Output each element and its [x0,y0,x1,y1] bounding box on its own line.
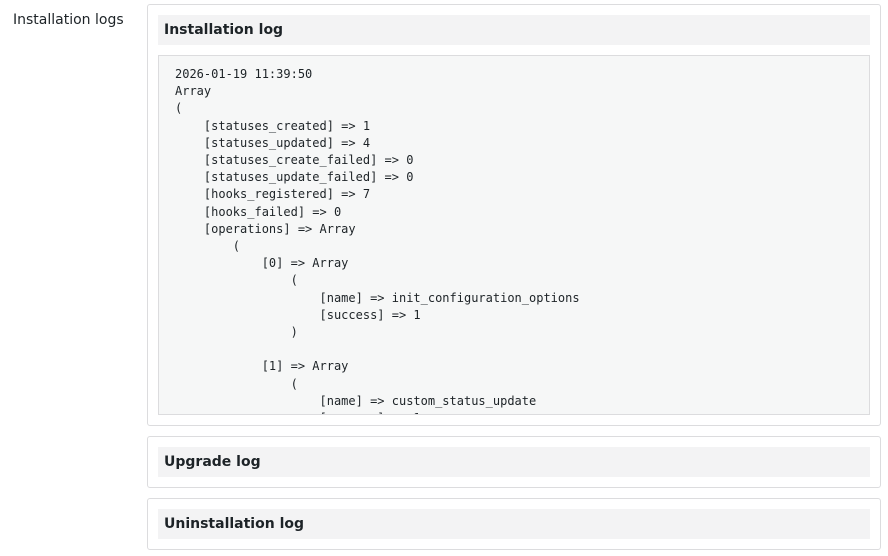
upgrade-log-header[interactable]: Upgrade log [158,447,870,477]
uninstallation-log-panel: Uninstallation log [147,498,881,550]
uninstallation-log-header[interactable]: Uninstallation log [158,509,870,539]
installation-log-text: 2026-01-19 11:39:50 Array ( [statuses_cr… [175,67,580,414]
installation-logs-label: Installation logs [13,12,124,28]
upgrade-log-panel: Upgrade log [147,436,881,488]
installation-log-header[interactable]: Installation log [158,15,870,45]
installation-log-panel: Installation log 2026-01-19 11:39:50 Arr… [147,4,881,426]
installation-log-content[interactable]: 2026-01-19 11:39:50 Array ( [statuses_cr… [158,55,870,415]
